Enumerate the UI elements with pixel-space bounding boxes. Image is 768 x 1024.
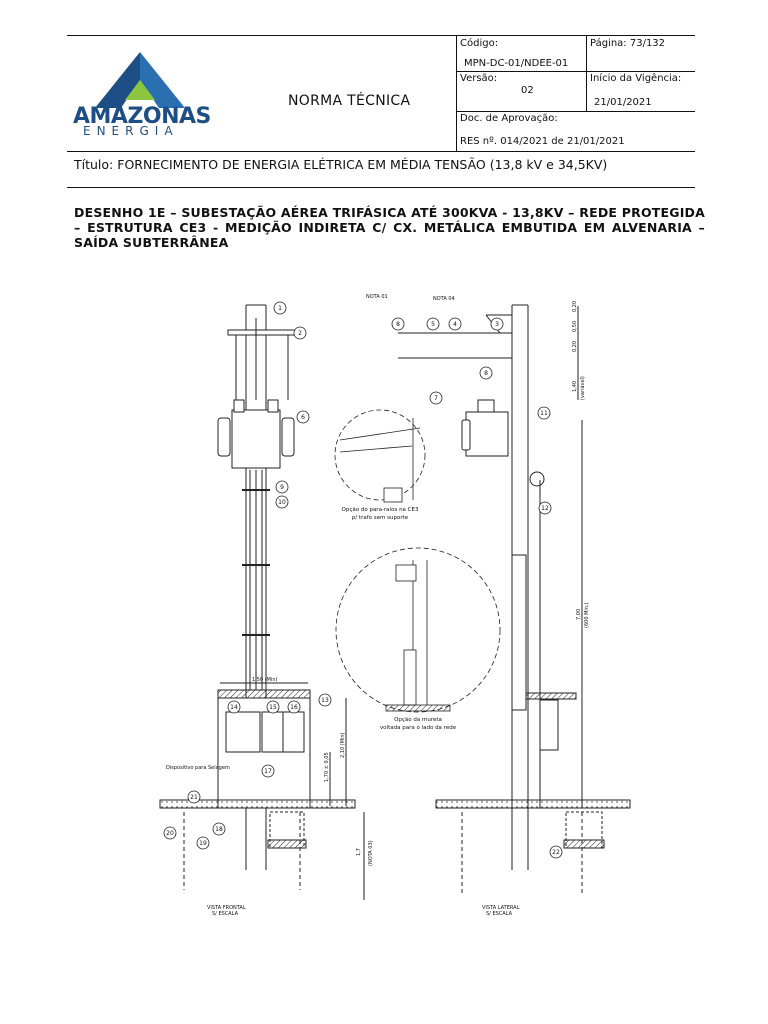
dim-0-50: 0,50: [572, 321, 578, 332]
side-view-caption: VISTA LATERAL: [482, 905, 520, 911]
dim-7-00: 7,00: [576, 609, 582, 620]
document-title: Título: FORNECIMENTO DE ENERGIA ELÉTRICA…: [74, 157, 694, 172]
callout-side-8a: 8: [396, 321, 400, 328]
logo-mark-icon: [95, 52, 185, 108]
callout-17: 17: [264, 768, 272, 775]
side-view: [398, 304, 631, 895]
logo-text-primary: AMAZONAS: [73, 104, 211, 129]
nota-01: NOTA 01: [366, 294, 388, 300]
callout-7: 7: [434, 395, 438, 402]
drawing-title: DESENHO 1E – SUBESTAÇÃO AÉREA TRIFÁSICA …: [74, 205, 705, 250]
callout-10: 10: [278, 499, 286, 506]
doc-aprovacao-value: RES nº. 014/2021 de 21/01/2021: [460, 136, 625, 147]
callout-16: 16: [290, 704, 298, 711]
dim-2-10: 2,10 (Min): [340, 732, 346, 758]
callout-19: 19: [199, 840, 207, 847]
callout-14: 14: [230, 704, 238, 711]
callout-4: 4: [453, 321, 457, 328]
dim-7-00-note: (600 Min.): [584, 602, 590, 628]
codigo-value: MPN-DC-01/NDEE-01: [464, 58, 569, 69]
logo-text-secondary: ENERGIA: [83, 124, 179, 138]
detail-para-raios: [334, 409, 426, 503]
title-label: Título:: [74, 157, 114, 172]
dim-1-40: 1,40: [572, 381, 578, 392]
callout-18: 18: [215, 826, 223, 833]
front-view: [159, 304, 365, 900]
callout-11: 11: [540, 410, 548, 417]
front-view-scale: S/ ESCALA: [212, 911, 239, 917]
detail-para-raios-caption-2: p/ trafo sem suporte: [352, 515, 409, 521]
doc-aprovacao-label: Doc. de Aprovação:: [460, 113, 558, 124]
callout-5: 5: [431, 321, 435, 328]
document-type: NORMA TÉCNICA: [288, 93, 411, 109]
nota-03: (NOTA 03): [368, 840, 374, 866]
versao-value: 02: [521, 85, 534, 96]
versao-label: Versão:: [460, 73, 498, 84]
detail-mureta: [335, 547, 501, 713]
callout-22: 22: [552, 849, 560, 856]
dim-0-20-mid: 0,20: [572, 341, 578, 352]
callout-21: 21: [190, 794, 198, 801]
callout-1: 1: [278, 305, 282, 312]
front-view-caption: VISTA FRONTAL: [207, 905, 246, 911]
dim-1-40-note: (variável): [579, 376, 586, 400]
callout-3: 3: [495, 321, 499, 328]
callout-6: 6: [301, 414, 305, 421]
nota-04: NOTA 04: [433, 296, 455, 302]
title-text: FORNECIMENTO DE ENERGIA ELÉTRICA EM MÉDI…: [117, 157, 608, 172]
selagem-label: Dispositivo para Selagem: [166, 765, 230, 771]
dim-1-7: 1,7: [356, 848, 362, 856]
title-divider: [67, 187, 695, 188]
dim-1-70: 1,70 ± 0,05: [324, 752, 330, 782]
callout-12: 12: [541, 505, 549, 512]
callout-20: 20: [166, 830, 174, 837]
side-view-callouts: [391, 317, 563, 859]
inicio-vigencia-label: Início da Vigência:: [590, 73, 682, 84]
callout-side-8b: 8: [484, 370, 488, 377]
pagina: Página: 73/132: [590, 38, 666, 49]
side-view-scale: S/ ESCALA: [486, 911, 513, 917]
front-view-callouts: [163, 301, 332, 850]
detail-mureta-caption-2: voltada para o lado da rede: [380, 725, 457, 731]
callout-13: 13: [321, 697, 329, 704]
dim-0-20-top: 0,20: [572, 301, 578, 312]
inicio-vigencia-value: 21/01/2021: [594, 97, 652, 108]
detail-para-raios-caption-1: Opção do para-raios na CE3: [342, 507, 419, 513]
callout-15: 15: [269, 704, 277, 711]
dim-1-50: 1,50 (Min): [252, 677, 278, 683]
codigo-label: Código:: [460, 38, 499, 49]
callout-9: 9: [280, 484, 284, 491]
detail-mureta-caption-1: Opção da mureta: [394, 717, 442, 723]
callout-2: 2: [298, 330, 302, 337]
